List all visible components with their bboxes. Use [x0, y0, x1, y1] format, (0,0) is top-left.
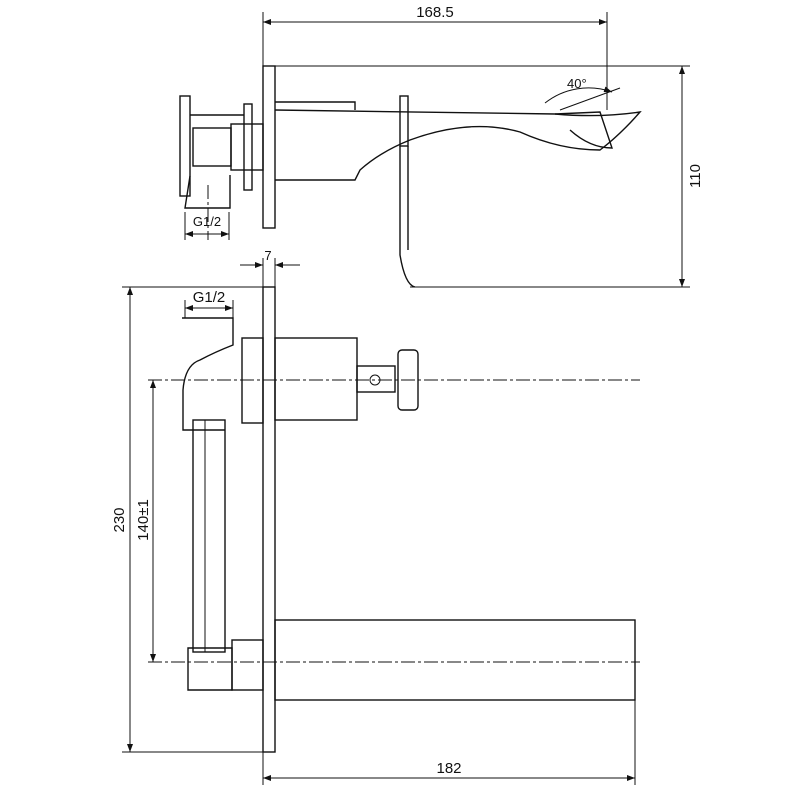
dim-label-182: 182: [436, 760, 461, 777]
dim-label-168-5: 168.5: [416, 4, 454, 21]
wall-plate-side: [262, 65, 276, 229]
dim-label-230: 230: [111, 507, 128, 532]
wall-plate-front: [262, 286, 276, 753]
dim-label-110: 110: [687, 164, 704, 188]
dim-label-thread-front: G1/2: [193, 289, 226, 306]
front-view: [122, 258, 640, 785]
dim-label-thread-top: G1/2: [193, 214, 221, 229]
dim-label-7: 7: [264, 248, 271, 263]
side-view: [179, 12, 690, 288]
spout-front: [274, 619, 636, 701]
dim-label-angle: 40°: [567, 76, 587, 91]
dim-label-140: 140±1: [135, 499, 152, 541]
